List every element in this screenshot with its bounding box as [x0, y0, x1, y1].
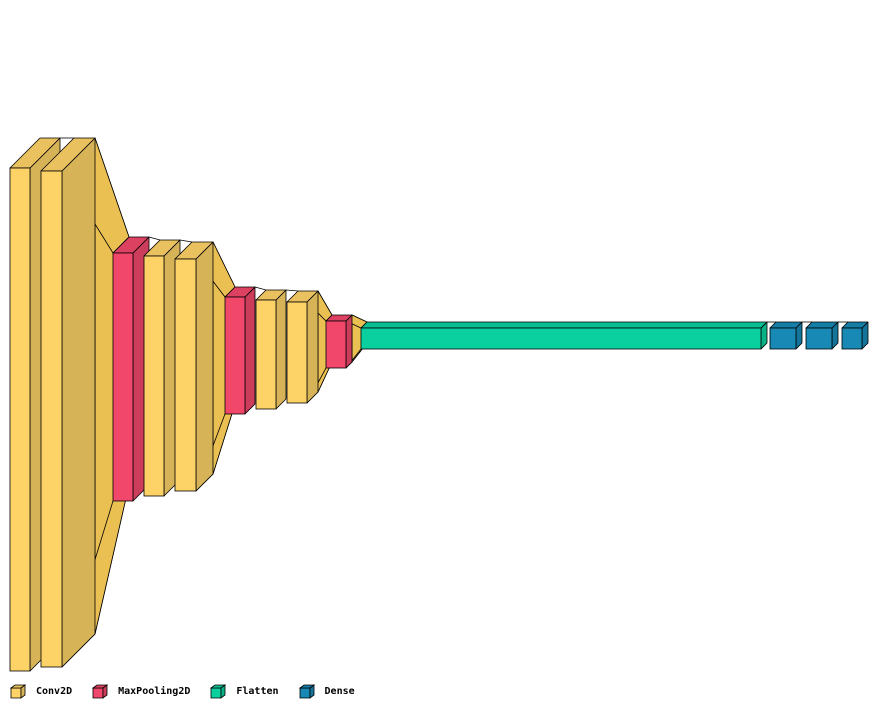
dense-swatch-icon	[298, 683, 315, 699]
layer-dense-13	[841, 321, 869, 350]
layer-conv2d-2	[40, 137, 96, 668]
legend-item-maxpooling2d: MaxPooling2D	[92, 683, 191, 699]
legend-item-conv2d: Conv2D	[10, 683, 73, 699]
layer-connectors	[61, 137, 368, 668]
layer-conv2d-7	[255, 289, 287, 410]
conv2d-swatch-icon	[10, 683, 26, 699]
legend-label-maxpooling2d: MaxPooling2D	[118, 685, 191, 697]
layer-flatten-10	[360, 321, 768, 350]
legend-label-flatten: Flatten	[236, 685, 279, 697]
legend-label-conv2d: Conv2D	[36, 685, 73, 697]
flatten-swatch-icon	[210, 683, 227, 699]
layer-conv2d-5	[174, 241, 214, 492]
legend-label-dense: Dense	[324, 685, 355, 697]
legend: Conv2D MaxPooling2D Flatten Dense	[10, 682, 375, 700]
maxpooling2d-swatch-icon	[92, 683, 109, 699]
connector-line-4	[254, 286, 267, 291]
layer-maxpooling2d-6	[224, 286, 256, 415]
connector-line-3	[179, 239, 193, 243]
legend-item-dense: Dense	[298, 683, 355, 699]
layer-conv2d-8	[286, 290, 319, 404]
layer-dense-11	[769, 321, 803, 350]
layer-maxpooling2d-9	[325, 314, 353, 369]
legend-item-flatten: Flatten	[210, 683, 279, 699]
connector-line-5	[285, 289, 299, 292]
connector-line-2	[148, 236, 161, 241]
layer-dense-12	[805, 321, 839, 350]
